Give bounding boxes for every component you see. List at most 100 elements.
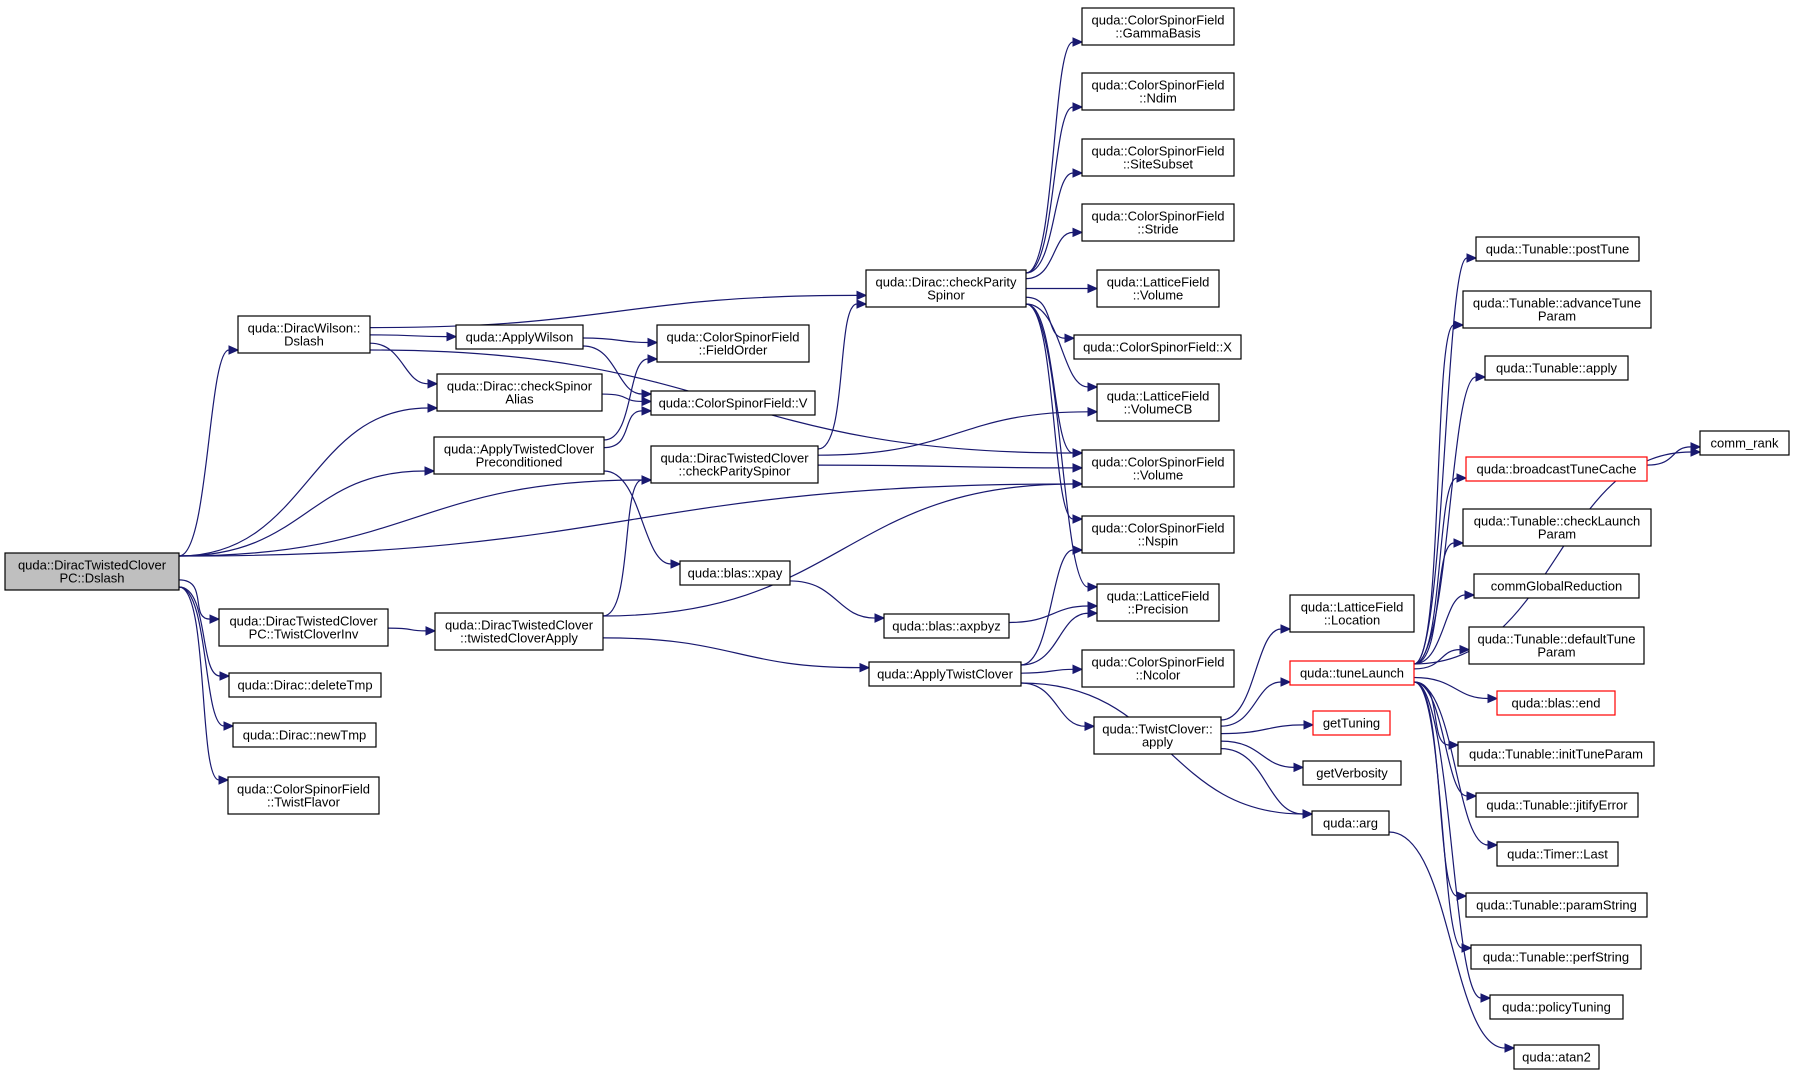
- nodes-layer: quda::DiracTwistedCloverPC::Dslashquda::…: [4, 7, 1790, 1070]
- node-perf-string[interactable]: quda::Tunable::perfString: [1470, 944, 1642, 970]
- edge-arrowhead-twist_clover_apply-to-quda_arg: [1302, 809, 1314, 819]
- edge-dirac_check-to-gamma_basis: [1025, 41, 1074, 274]
- node-precision[interactable]: quda::LatticeField::Precision: [1096, 583, 1220, 622]
- node-box: [1457, 741, 1655, 767]
- node-label-line: quda::Timer::Last: [1507, 847, 1608, 862]
- edge-tune_launch-to-post_tune: [1413, 257, 1468, 665]
- edge-arrowhead-apply_twist_clover-to-precision: [1087, 608, 1099, 618]
- node-field-order[interactable]: quda::ColorSpinorField::FieldOrder: [656, 324, 810, 363]
- node-init-tune[interactable]: quda::Tunable::initTuneParam: [1457, 741, 1655, 767]
- edge-arrowhead-quda_arg-to-atan2: [1504, 1043, 1516, 1053]
- node-broadcast[interactable]: quda::broadcastTuneCache: [1465, 456, 1648, 482]
- edge-arrowhead-root-to-dw_dslash: [228, 345, 240, 355]
- edge-arrowhead-dtc_check-to-csf_volume: [1072, 463, 1084, 473]
- node-label-line: quda::DiracTwistedClover: [229, 614, 378, 629]
- node-label-line: ::TwistFlavor: [267, 795, 341, 810]
- node-label-line: quda::LatticeField: [1107, 589, 1210, 604]
- node-lf-location[interactable]: quda::LatticeField::Location: [1289, 594, 1415, 633]
- node-label-line: getVerbosity: [1316, 766, 1388, 781]
- node-csf-x[interactable]: quda::ColorSpinorField::X: [1073, 334, 1242, 360]
- node-label-line: quda::DiracWilson::: [248, 321, 361, 336]
- node-tc-inv[interactable]: quda::DiracTwistedCloverPC::TwistCloverI…: [218, 608, 389, 647]
- node-comm-global[interactable]: commGlobalReduction: [1473, 573, 1640, 599]
- edge-arrowhead-apply_twist_clover-to-ncolor: [1072, 664, 1084, 675]
- edge-arrowhead-apply_wilson-to-field_order: [647, 337, 659, 348]
- node-dirac-check[interactable]: quda::Dirac::checkParitySpinor: [865, 269, 1027, 308]
- edge-arrowhead-dw_dslash-to-apply_wilson: [446, 331, 458, 342]
- node-quda-arg[interactable]: quda::arg: [1311, 810, 1390, 836]
- node-timer-last[interactable]: quda::Timer::Last: [1496, 841, 1619, 867]
- edge-twist_clover_apply-to-get_tuning: [1220, 724, 1305, 735]
- node-lf-volume[interactable]: quda::LatticeField::Volume: [1096, 269, 1220, 308]
- node-box: [1081, 515, 1235, 554]
- node-gamma-basis[interactable]: quda::ColorSpinorField::GammaBasis: [1081, 7, 1235, 46]
- node-label-line: quda::policyTuning: [1502, 1000, 1611, 1015]
- node-ndim[interactable]: quda::ColorSpinorField::Ndim: [1081, 72, 1235, 111]
- node-tunable-apply[interactable]: quda::Tunable::apply: [1484, 355, 1629, 381]
- node-box: [1468, 626, 1645, 665]
- node-csf-v[interactable]: quda::ColorSpinorField::V: [650, 390, 816, 416]
- node-box: [1081, 449, 1235, 488]
- node-tune-launch[interactable]: quda::tuneLaunch: [1289, 660, 1415, 686]
- node-apply-wilson[interactable]: quda::ApplyWilson: [455, 324, 584, 350]
- node-delete-tmp[interactable]: quda::Dirac::deleteTmp: [228, 672, 382, 698]
- node-blas-end[interactable]: quda::blas::end: [1496, 690, 1616, 716]
- node-comm-rank[interactable]: comm_rank: [1699, 430, 1790, 456]
- node-dtc-check[interactable]: quda::DiracTwistedClover::checkParitySpi…: [650, 445, 819, 484]
- edge-dtc_check-to-csf_volume: [817, 464, 1074, 469]
- node-label-line: quda::Tunable::apply: [1496, 361, 1617, 376]
- node-nspin[interactable]: quda::ColorSpinorField::Nspin: [1081, 515, 1235, 554]
- node-lf-volume-cb[interactable]: quda::LatticeField::VolumeCB: [1096, 383, 1220, 422]
- node-label-line: ::SiteSubset: [1123, 157, 1193, 172]
- node-label-line: quda::ApplyTwistClover: [877, 667, 1014, 682]
- edge-dirac_check-to-lf_volume_cb: [1025, 303, 1089, 388]
- node-policy-tuning[interactable]: quda::policyTuning: [1489, 994, 1624, 1020]
- node-axpbyz[interactable]: quda::blas::axpbyz: [883, 613, 1010, 639]
- edge-arrowhead-dirac_check-to-csf_x: [1064, 333, 1076, 343]
- node-apply-twist-clover[interactable]: quda::ApplyTwistClover: [868, 661, 1022, 687]
- node-label-line: quda::ApplyTwistedClover: [444, 442, 595, 457]
- node-atan2[interactable]: quda::atan2: [1513, 1044, 1600, 1070]
- edge-root-to-delete_tmp: [178, 586, 221, 677]
- node-new-tmp[interactable]: quda::Dirac::newTmp: [232, 722, 377, 748]
- node-twist-clover-apply[interactable]: quda::TwistClover::apply: [1093, 716, 1222, 755]
- edge-check_alias-to-csf_v: [601, 393, 643, 403]
- edge-dw_dslash-to-apply_wilson: [369, 334, 448, 338]
- node-stride[interactable]: quda::ColorSpinorField::Stride: [1081, 203, 1235, 242]
- node-box: [1081, 72, 1235, 111]
- node-box: [1093, 716, 1222, 755]
- node-box: [1475, 792, 1639, 818]
- node-box: [1699, 430, 1790, 456]
- edge-arrowhead-dtc_check-to-dirac_check: [856, 299, 868, 309]
- node-param-string[interactable]: quda::Tunable::paramString: [1465, 892, 1648, 918]
- node-ncolor[interactable]: quda::ColorSpinorField::Ncolor: [1081, 649, 1235, 688]
- node-post-tune[interactable]: quda::Tunable::postTune: [1475, 236, 1640, 262]
- node-label-line: quda::Tunable::initTuneParam: [1469, 747, 1643, 762]
- edge-arrowhead-apply_tc_prec-to-field_order: [647, 354, 659, 364]
- node-get-verbosity[interactable]: getVerbosity: [1302, 760, 1402, 786]
- edge-tc_inv-to-tc_apply: [387, 627, 427, 632]
- edge-root-to-apply_tc_prec: [178, 470, 426, 557]
- node-dw-dslash[interactable]: quda::DiracWilson::Dslash: [237, 315, 371, 354]
- edge-arrowhead-dirac_check-to-precision: [1087, 582, 1099, 592]
- edge-arrowhead-dirac_check-to-lf_volume: [1087, 283, 1099, 294]
- edge-apply_twist_clover-to-ncolor: [1020, 668, 1074, 674]
- node-get-tuning[interactable]: getTuning: [1312, 710, 1391, 736]
- node-csf-volume[interactable]: quda::ColorSpinorField::Volume: [1081, 449, 1235, 488]
- node-label-line: quda::ColorSpinorField: [1092, 13, 1225, 28]
- node-label-line: ::Nspin: [1138, 534, 1178, 549]
- edge-dirac_check-to-nspin: [1025, 303, 1074, 520]
- node-xpay[interactable]: quda::blas::xpay: [679, 560, 791, 586]
- edge-xpay-to-axpbyz: [789, 580, 876, 619]
- node-label-line: quda::Dirac::checkSpinor: [447, 379, 593, 394]
- node-site-subset[interactable]: quda::ColorSpinorField::SiteSubset: [1081, 138, 1235, 177]
- node-jitify[interactable]: quda::Tunable::jitifyError: [1475, 792, 1639, 818]
- node-twist-flavor[interactable]: quda::ColorSpinorField::TwistFlavor: [227, 776, 380, 815]
- node-tc-apply[interactable]: quda::DiracTwistedClover::twistedCloverA…: [434, 612, 604, 651]
